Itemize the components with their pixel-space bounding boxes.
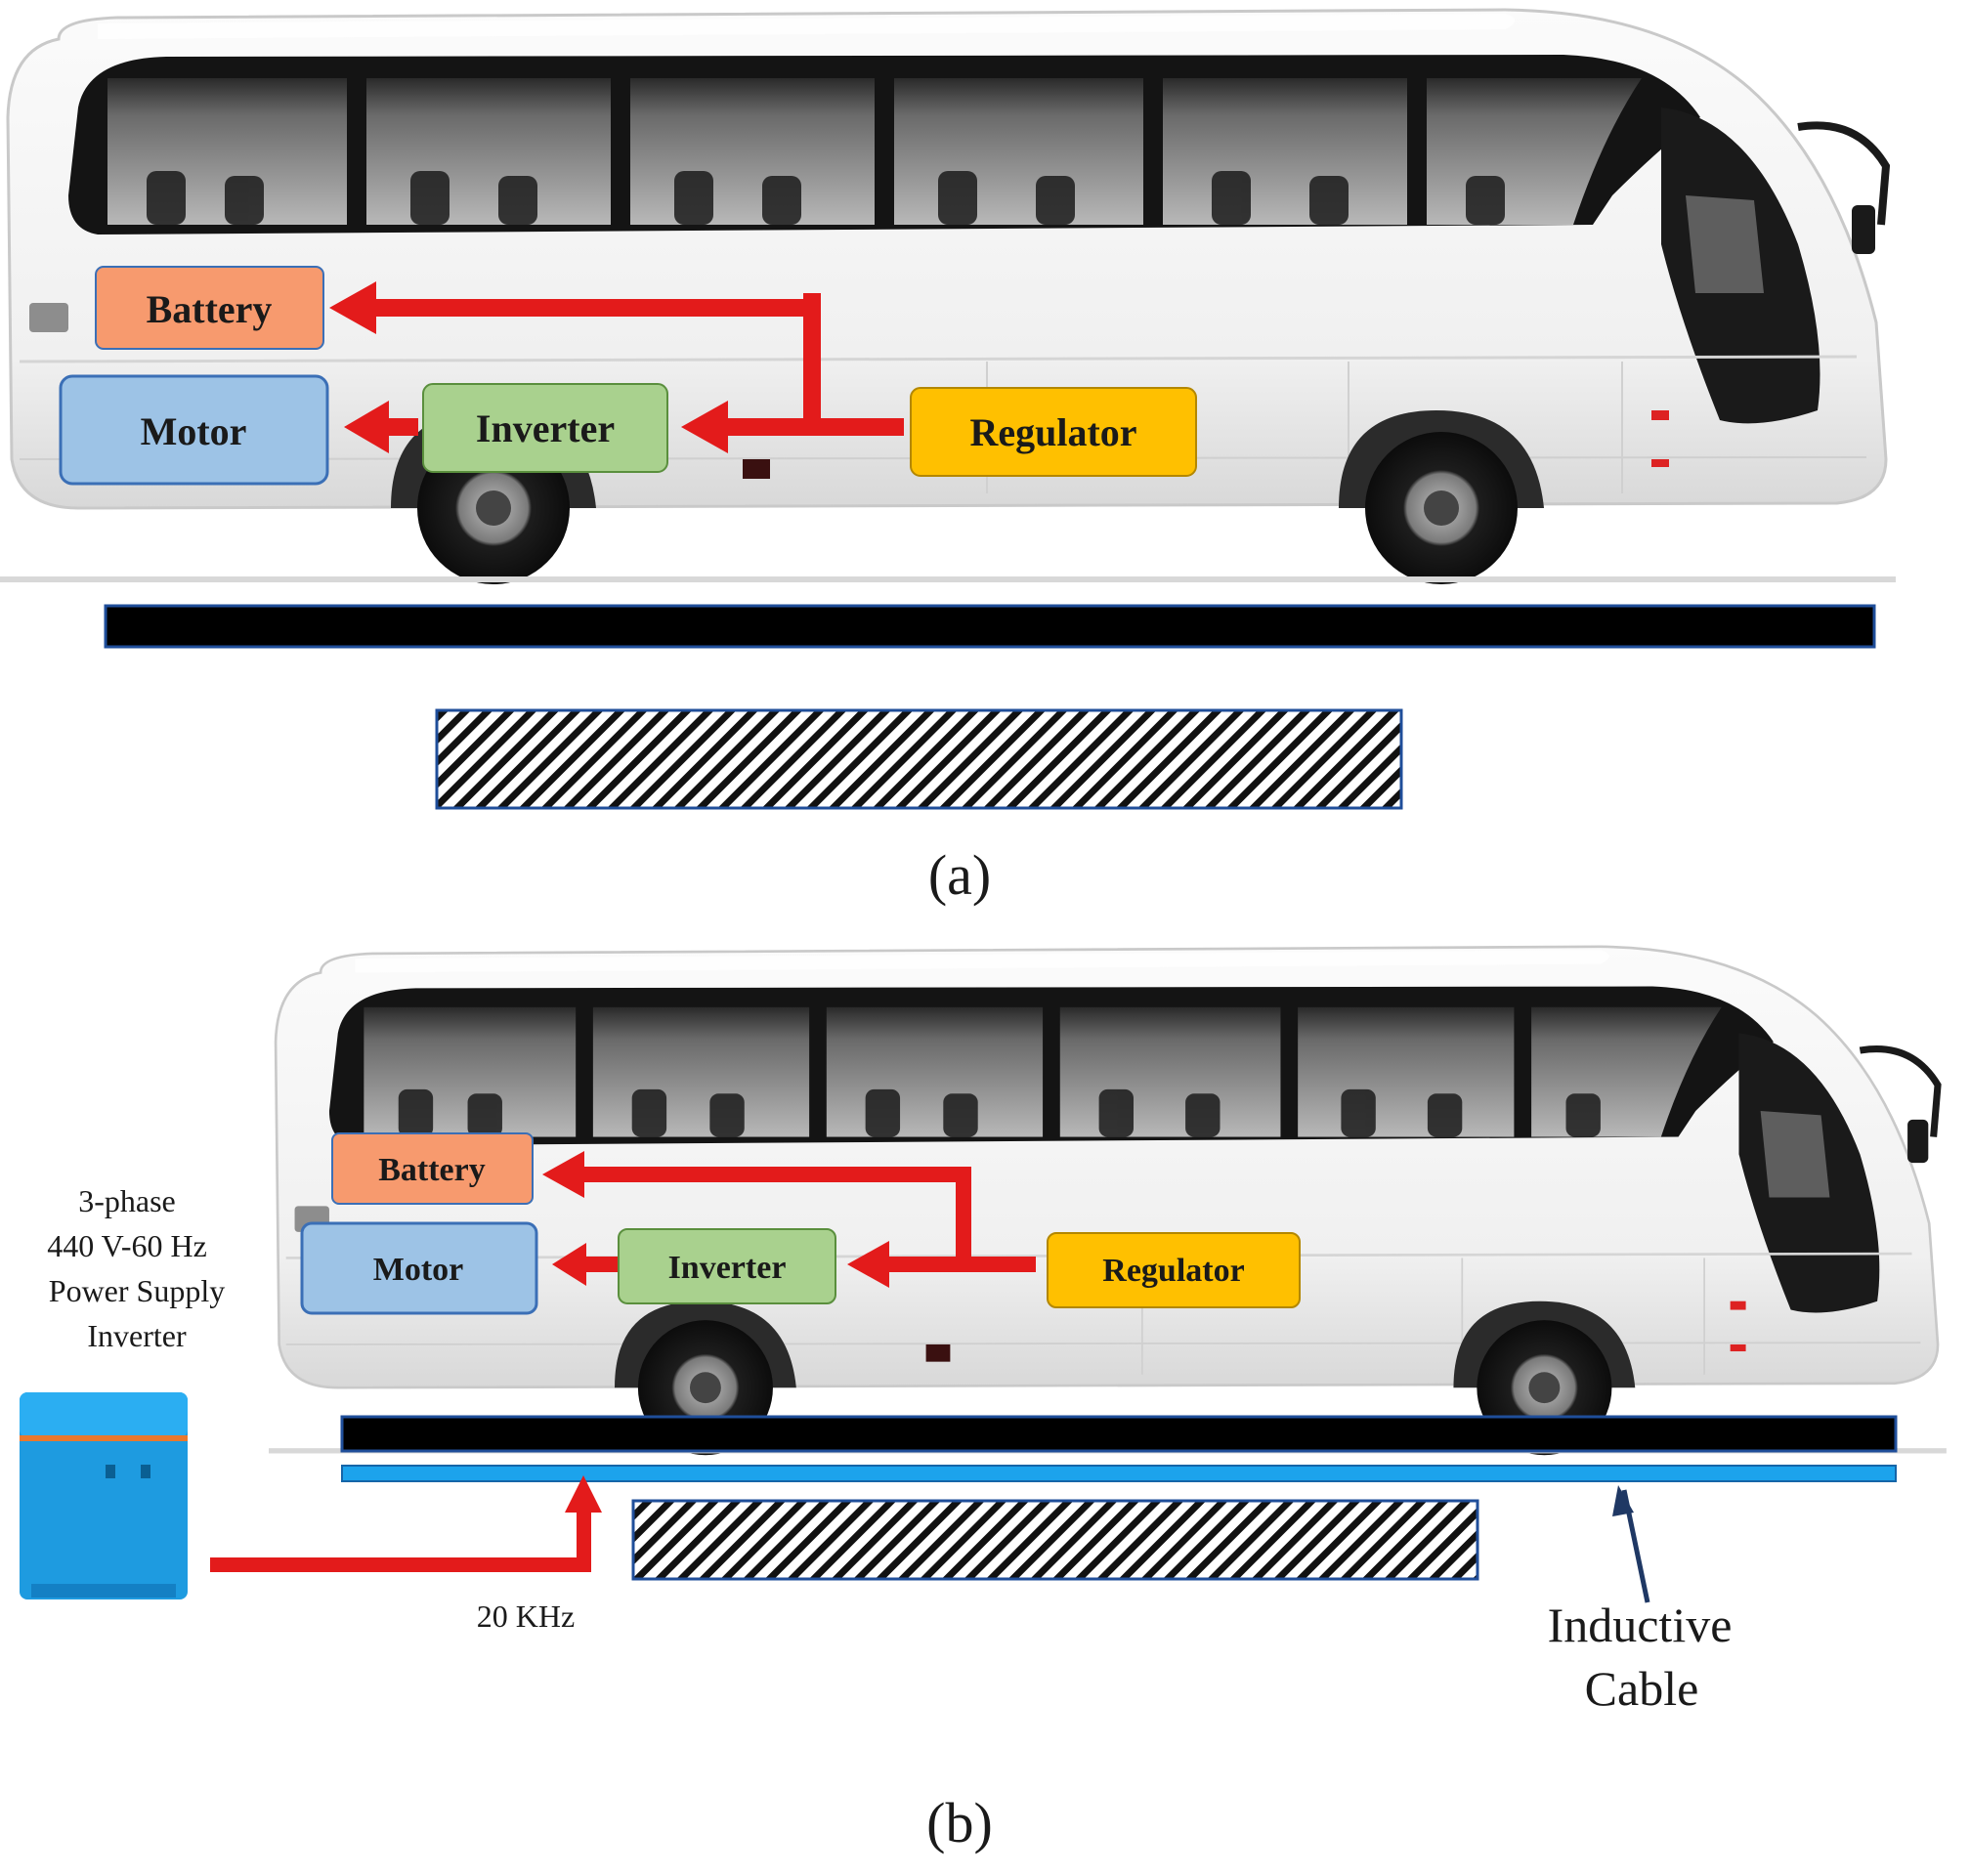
motor-label-a: Motor xyxy=(141,409,247,453)
battery-label-a: Battery xyxy=(147,287,273,331)
motor-label-b: Motor xyxy=(373,1252,464,1288)
battery-label-b: Battery xyxy=(378,1152,486,1188)
motor-block-b: Motor xyxy=(300,1221,538,1315)
power-supply-line-4: Inverter xyxy=(87,1318,187,1353)
hatched-pad-a xyxy=(435,708,1403,810)
receiver-bar-a xyxy=(104,604,1876,649)
regulator-label-b: Regulator xyxy=(1102,1253,1244,1289)
frequency-label: 20 KHz xyxy=(477,1599,575,1634)
caption-a: (a) xyxy=(928,843,991,907)
motor-block-a: Motor xyxy=(59,374,329,486)
battery-block-b: Battery xyxy=(331,1132,534,1205)
power-supply-line-2: 440 V-60 Hz xyxy=(47,1228,207,1263)
power-supply-line-3: Power Supply xyxy=(49,1273,225,1308)
battery-block-a: Battery xyxy=(95,266,324,350)
caption-b: (b) xyxy=(926,1791,993,1855)
power-supply-line-1: 3-phase xyxy=(78,1183,176,1218)
power-supply-label: 3-phase 440 V-60 Hz Power Supply Inverte… xyxy=(47,1183,225,1353)
receiver-bar-b xyxy=(340,1415,1898,1453)
inverter-label-b: Inverter xyxy=(668,1250,787,1286)
hatched-pad-b xyxy=(631,1499,1479,1581)
inductive-cable-bar xyxy=(341,1465,1897,1482)
inverter-block-a: Inverter xyxy=(422,383,668,473)
regulator-block-a: Regulator xyxy=(910,387,1197,477)
power-flow-arrows-a xyxy=(329,281,904,453)
inductive-cable-label-line-1: Inductive xyxy=(1548,1598,1733,1652)
panel-a: Battery Motor Inverter Regulator (a) xyxy=(0,10,1896,907)
supply-to-cable-arrow xyxy=(210,1475,602,1572)
inductive-cable-pointer xyxy=(1612,1485,1650,1603)
power-flow-arrows-b xyxy=(542,1151,1036,1288)
regulator-label-a: Regulator xyxy=(969,410,1136,454)
regulator-block-b: Regulator xyxy=(1047,1232,1301,1308)
panel-b: Battery Motor Inverter Regulator 3-phase… xyxy=(20,947,1947,1855)
inverter-label-a: Inverter xyxy=(476,406,615,450)
inductive-cable-label-line-2: Cable xyxy=(1585,1661,1699,1716)
inverter-block-b: Inverter xyxy=(618,1228,836,1304)
power-supply-inverter-unit xyxy=(20,1392,188,1599)
